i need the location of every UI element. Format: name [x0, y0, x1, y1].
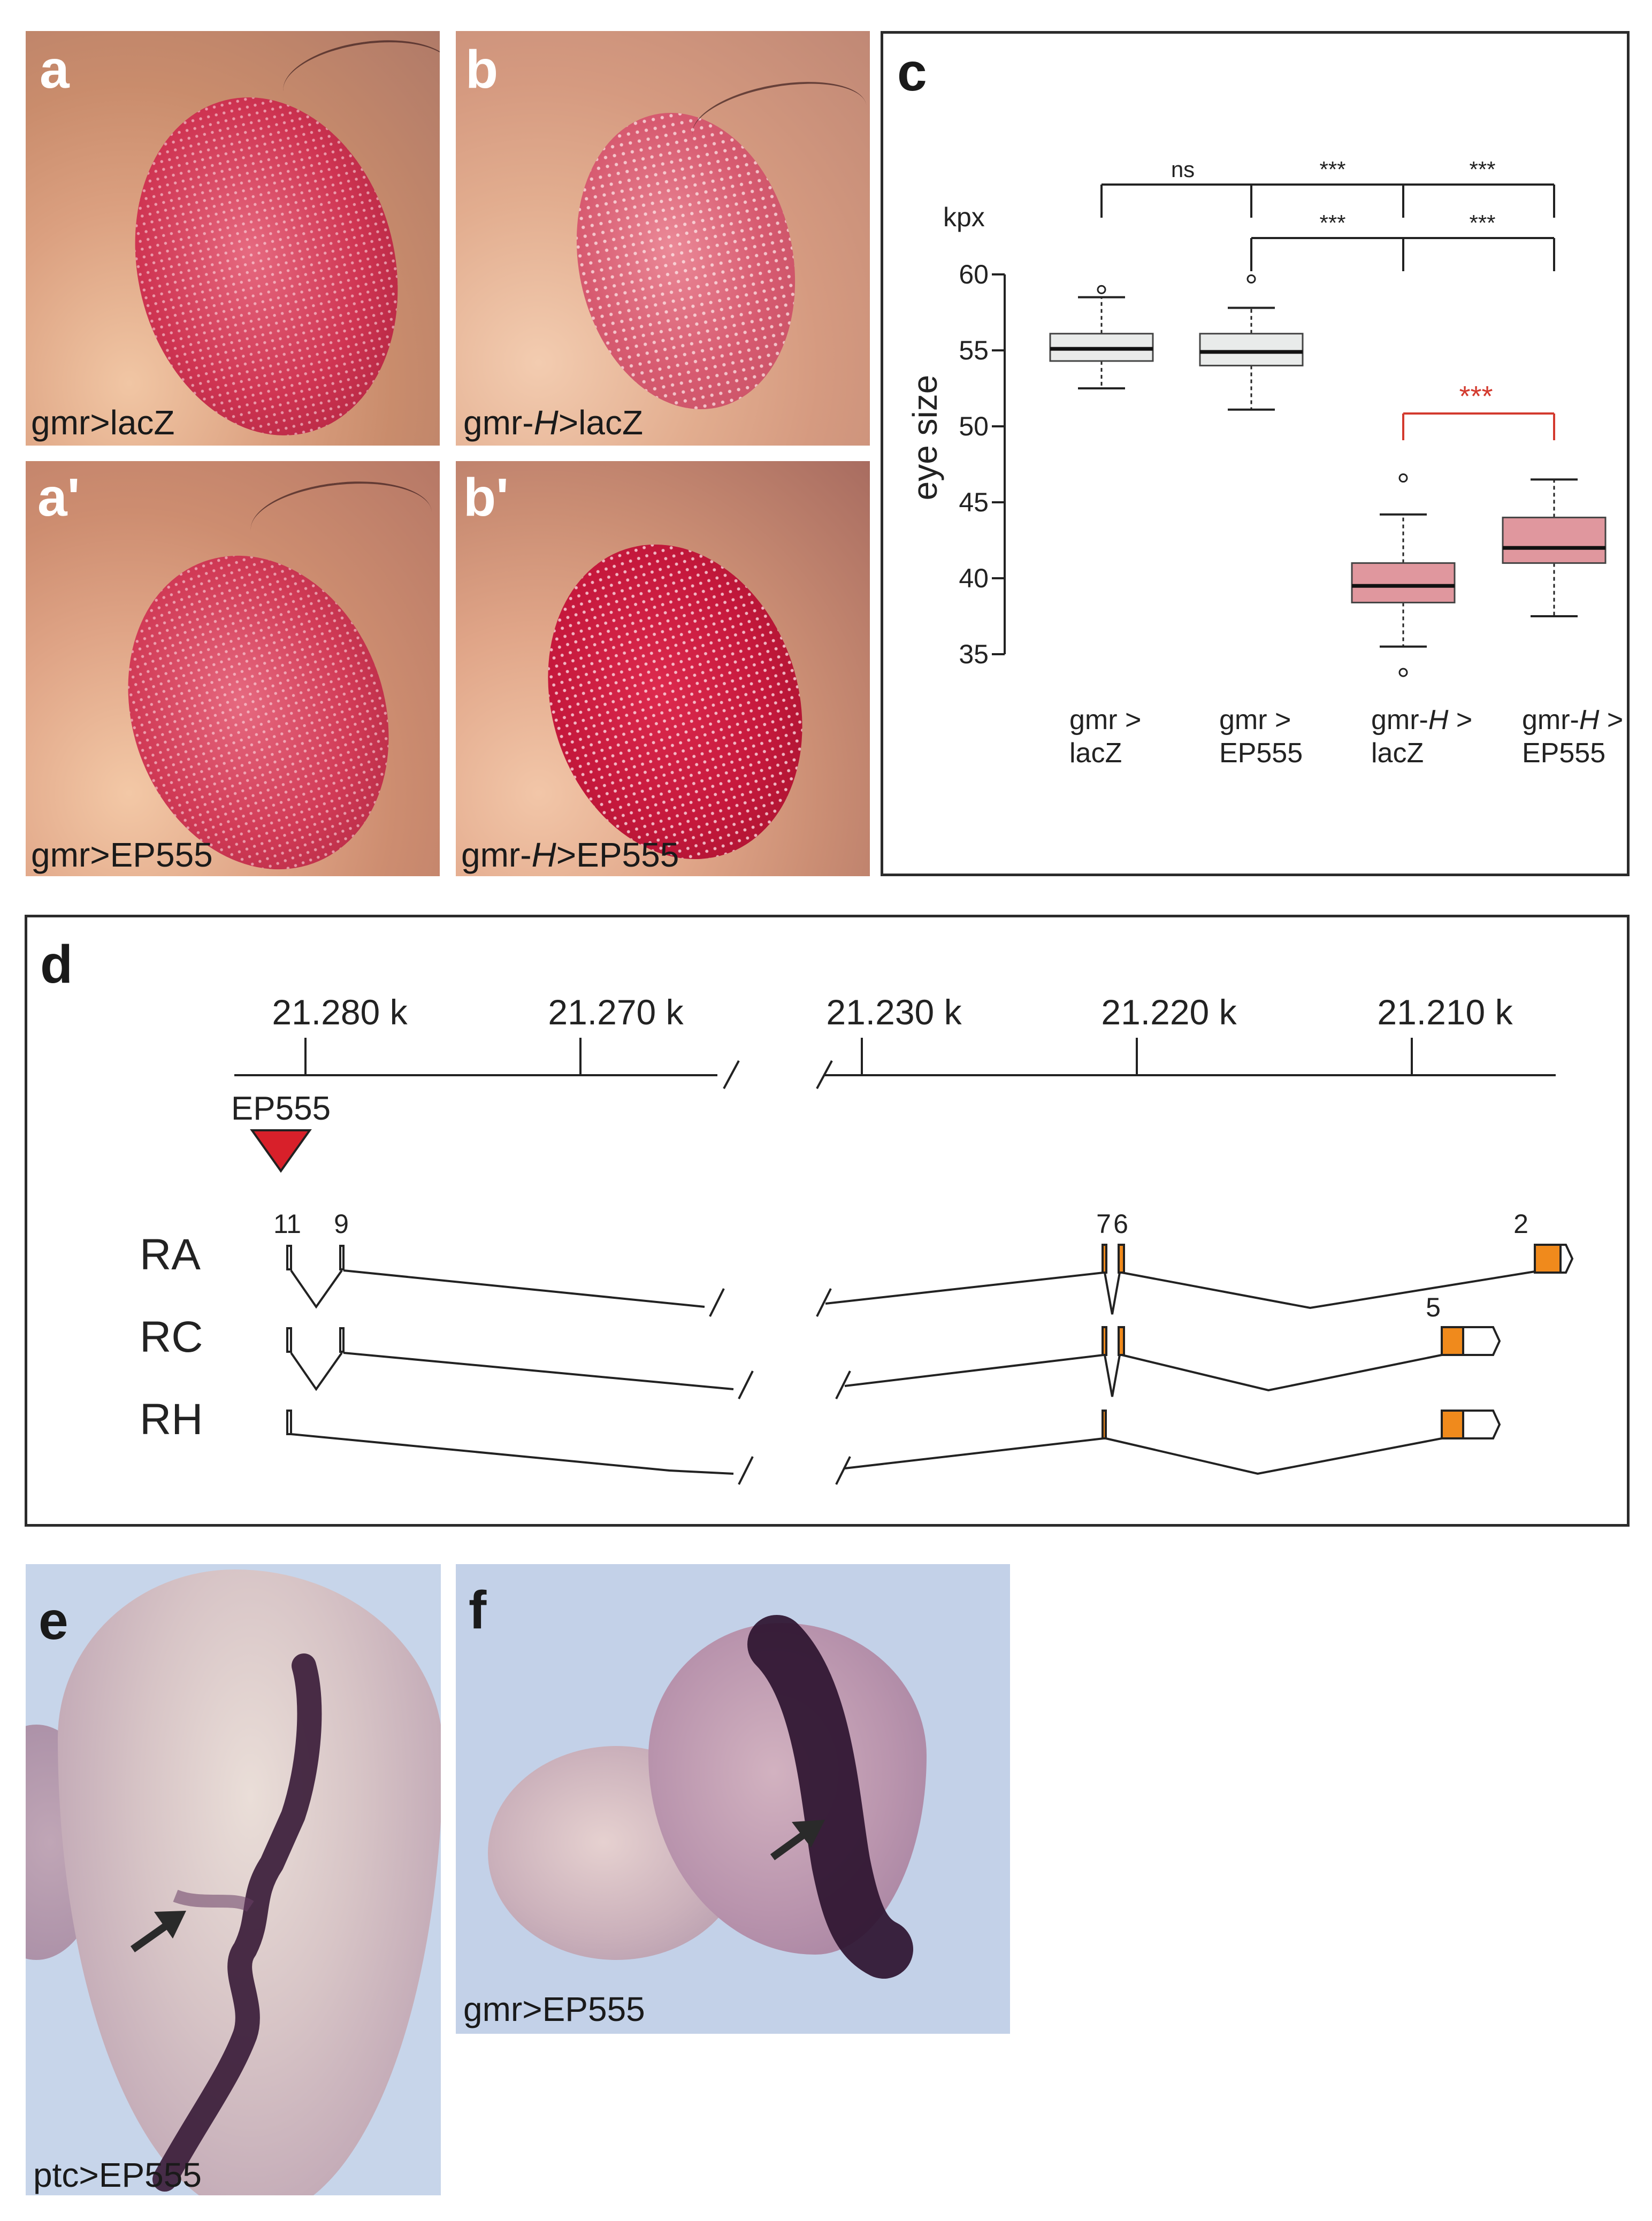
- photo-panel-b-prime: b' gmr-H>EP555: [456, 461, 870, 876]
- x-category-label: EP555: [1219, 738, 1303, 769]
- boxplot-group: [1049, 285, 1154, 389]
- transcript-rc: [286, 1326, 1501, 1399]
- panel-letter: b: [465, 40, 499, 99]
- panel-letter: f: [469, 1580, 487, 1640]
- box: [1351, 562, 1456, 603]
- y-tick-label: 55: [959, 335, 989, 365]
- transcript-label-ra: RA: [140, 1230, 201, 1279]
- panel-caption: gmr-H>lacZ: [463, 403, 644, 442]
- significance-label: ***: [1469, 210, 1495, 235]
- photo-panel-e: e ptc>EP555: [26, 1564, 441, 2195]
- panel-letter: e: [39, 1591, 68, 1651]
- arrow-icon: [130, 1911, 186, 1952]
- x-category-label: gmr >: [1069, 704, 1141, 736]
- panel-caption: ptc>EP555: [33, 2156, 202, 2194]
- transcript-ra: [286, 1244, 1574, 1317]
- insertion-label: EP555: [231, 1090, 331, 1127]
- panel-letter: b': [463, 468, 509, 527]
- y-tick-label: 50: [959, 411, 989, 441]
- x-category-label: gmr >: [1219, 704, 1291, 736]
- exon-number-label: 6: [1113, 1209, 1128, 1239]
- y-tick-label: 60: [959, 259, 989, 289]
- eye-size-boxplot: eye size kpx 35 40 45 50 55 60 ns *** *** *** ***…: [906, 157, 1623, 769]
- outlier-point: [1398, 473, 1408, 483]
- y-tick-label: 40: [959, 563, 989, 593]
- x-category-label: lacZ: [1371, 738, 1424, 769]
- y-axis-unit: kpx: [943, 202, 985, 232]
- panel-letter: d: [40, 935, 73, 994]
- x-category-label: gmr-H >: [1522, 704, 1623, 736]
- gene-model-diagram: 21.280 k 21.270 k 21.230 k 21.220 k 21.2…: [140, 992, 1574, 1485]
- significance-label: ***: [1469, 157, 1495, 182]
- box: [1502, 516, 1607, 564]
- boxplot-group: [1199, 274, 1304, 411]
- exon-number-label: 11: [273, 1209, 301, 1239]
- significance-label: ***: [1319, 157, 1345, 182]
- panel-letter: a: [40, 40, 70, 99]
- photo-panel-a: a gmr>lacZ: [26, 31, 440, 446]
- x-category-label: EP555: [1522, 738, 1605, 769]
- panel-caption: gmr-H>EP555: [461, 836, 679, 874]
- panel-caption: gmr>EP555: [31, 836, 213, 874]
- significance-label: ***: [1459, 380, 1493, 412]
- outlier-point: [1398, 668, 1408, 677]
- transcript-label-rh: RH: [140, 1395, 203, 1444]
- y-axis-label: eye size: [906, 375, 944, 501]
- coordinate-tick-label: 21.270 k: [548, 992, 684, 1032]
- outlier-point: [1246, 274, 1256, 284]
- panel-caption: gmr>EP555: [463, 1990, 645, 2028]
- boxplot-group: [1502, 478, 1607, 617]
- photo-panel-f: f gmr>EP555: [456, 1564, 1010, 2034]
- boxplot-group: [1351, 473, 1456, 677]
- arrow-icon: [770, 1820, 825, 1860]
- coordinate-tick-label: 21.280 k: [272, 992, 408, 1032]
- coordinate-tick-label: 21.210 k: [1377, 992, 1513, 1032]
- outlier-point: [1097, 285, 1106, 294]
- gene-structure-panel-d: d 21.280 k 21.270 k 21.230 k 21.220 k 21…: [25, 915, 1630, 1527]
- boxplot-panel-c: c eye size kpx 35 40 45 50 55 60 ns *** *** *** *…: [881, 31, 1630, 876]
- significance-label: ns: [1171, 157, 1195, 182]
- insertion-triangle-icon: [250, 1129, 312, 1173]
- expression-stripe: [130, 1653, 322, 2192]
- transcript-label-rc: RC: [140, 1313, 203, 1361]
- box: [1199, 333, 1304, 366]
- x-category-label: gmr-H >: [1371, 704, 1472, 736]
- exon-number-label: 9: [334, 1209, 349, 1239]
- exon-number-label: 2: [1513, 1209, 1528, 1239]
- panel-letter: a': [37, 468, 80, 527]
- y-tick-label: 35: [959, 639, 989, 669]
- coordinate-axis: [234, 1038, 1556, 1089]
- panel-letter: c: [897, 42, 927, 102]
- expression-band: [747, 1615, 913, 1979]
- exon-number-label: 5: [1426, 1292, 1441, 1322]
- coordinate-tick-label: 21.220 k: [1101, 992, 1237, 1032]
- panel-caption: gmr>lacZ: [31, 403, 175, 442]
- y-tick-label: 45: [959, 487, 989, 517]
- significance-label: ***: [1319, 210, 1345, 235]
- x-category-label: lacZ: [1069, 738, 1122, 769]
- transcript-rh: [286, 1410, 1501, 1485]
- coordinate-tick-label: 21.230 k: [826, 992, 962, 1032]
- photo-panel-a-prime: a' gmr>EP555: [26, 461, 440, 876]
- exon-number-label: 7: [1096, 1209, 1111, 1239]
- photo-panel-b: b gmr-H>lacZ: [456, 31, 870, 446]
